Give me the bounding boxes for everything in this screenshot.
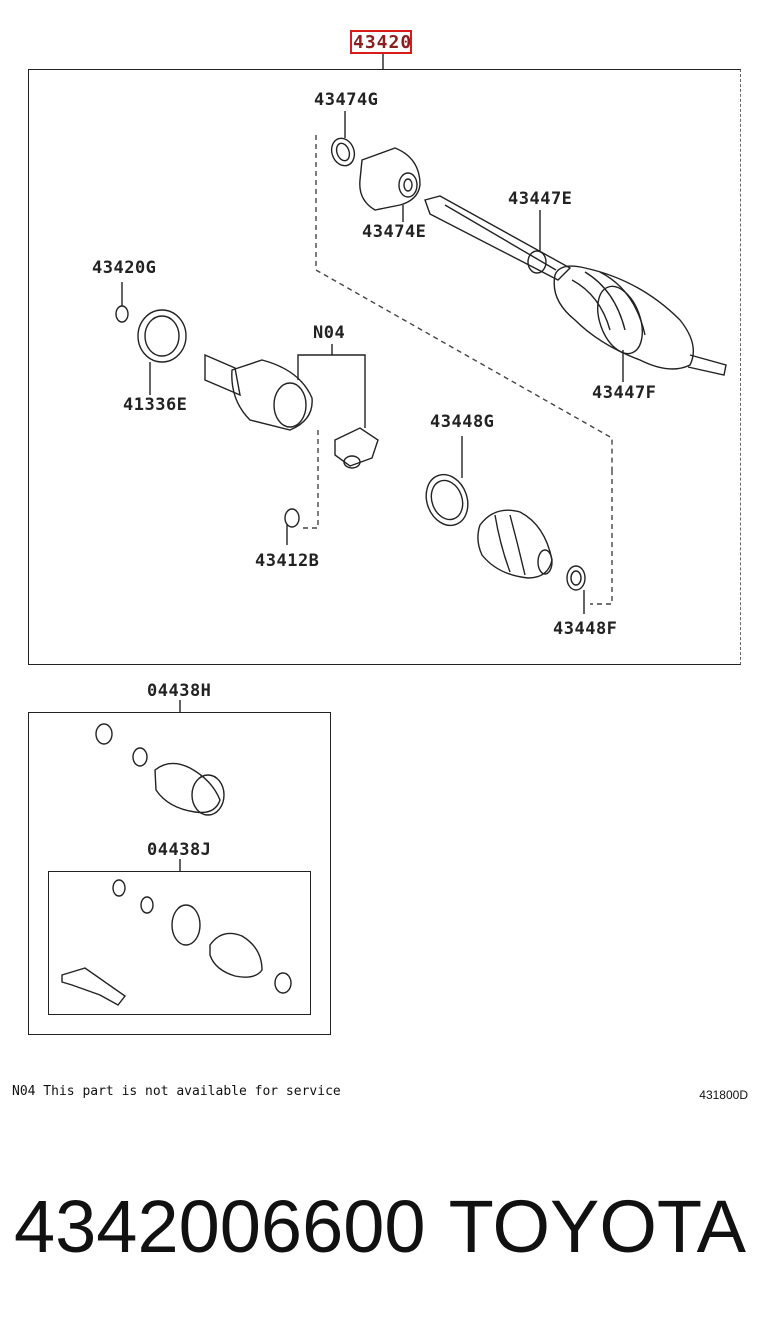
assembly-label[interactable]: 43420 [353,32,413,53]
part-label-43474G[interactable]: 43474G [314,90,379,110]
part-label-43447E[interactable]: 43447E [508,189,573,209]
part-label-43420G[interactable]: 43420G [92,258,157,278]
diagram-id: 431800D [699,1088,748,1102]
part-label-N04[interactable]: N04 [313,323,346,343]
service-note: N04 This part is not available for servi… [12,1084,341,1099]
main-diagram-box [28,69,741,665]
part-label-43448G[interactable]: 43448G [430,412,495,432]
part-label-43448F[interactable]: 43448F [553,619,618,639]
part-label-43474E[interactable]: 43474E [362,222,427,242]
kit-box-inner [48,871,311,1015]
part-number: 4342006600 [14,1185,426,1268]
kit-label-04438H[interactable]: 04438H [147,681,212,701]
brand-name: TOYOTA [448,1185,746,1268]
kit-box-outer [28,712,331,1035]
part-label-41336E[interactable]: 41336E [123,395,188,415]
kit-label-04438J[interactable]: 04438J [147,840,212,860]
assembly-label-highlight[interactable] [350,30,412,54]
part-label-43412B[interactable]: 43412B [255,551,320,571]
part-label-43447F[interactable]: 43447F [592,383,657,403]
